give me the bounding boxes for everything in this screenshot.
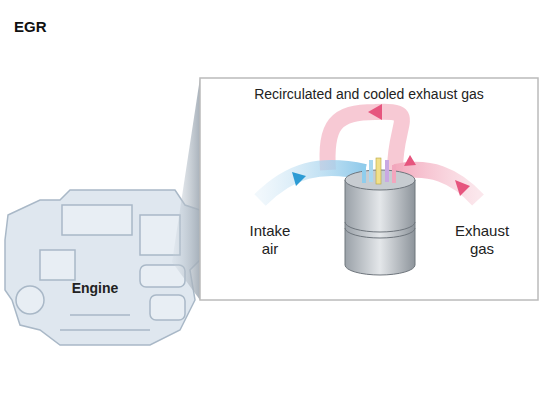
flow-arrowhead: [455, 180, 470, 196]
cylinder: [345, 158, 415, 275]
engine-drawing: [5, 190, 200, 345]
zoom-wedge: [172, 78, 200, 300]
node-text: Recirculated and cooled exhaust gas: [196, 86, 542, 102]
node-text: Engine: [46, 280, 144, 296]
flow-arrowhead: [292, 172, 306, 186]
flow-arrowhead: [368, 104, 382, 120]
flow-label: Intake air: [245, 222, 295, 258]
flow-arrowhead: [404, 155, 416, 166]
detail-panel: [200, 78, 538, 300]
diagram-title: EGR: [14, 18, 47, 35]
detail-panel: Recirculated and cooled exhaust gas: [196, 78, 542, 300]
engine-label-area: Engine: [46, 280, 144, 306]
flow-label: Exhaust gas: [452, 222, 512, 258]
